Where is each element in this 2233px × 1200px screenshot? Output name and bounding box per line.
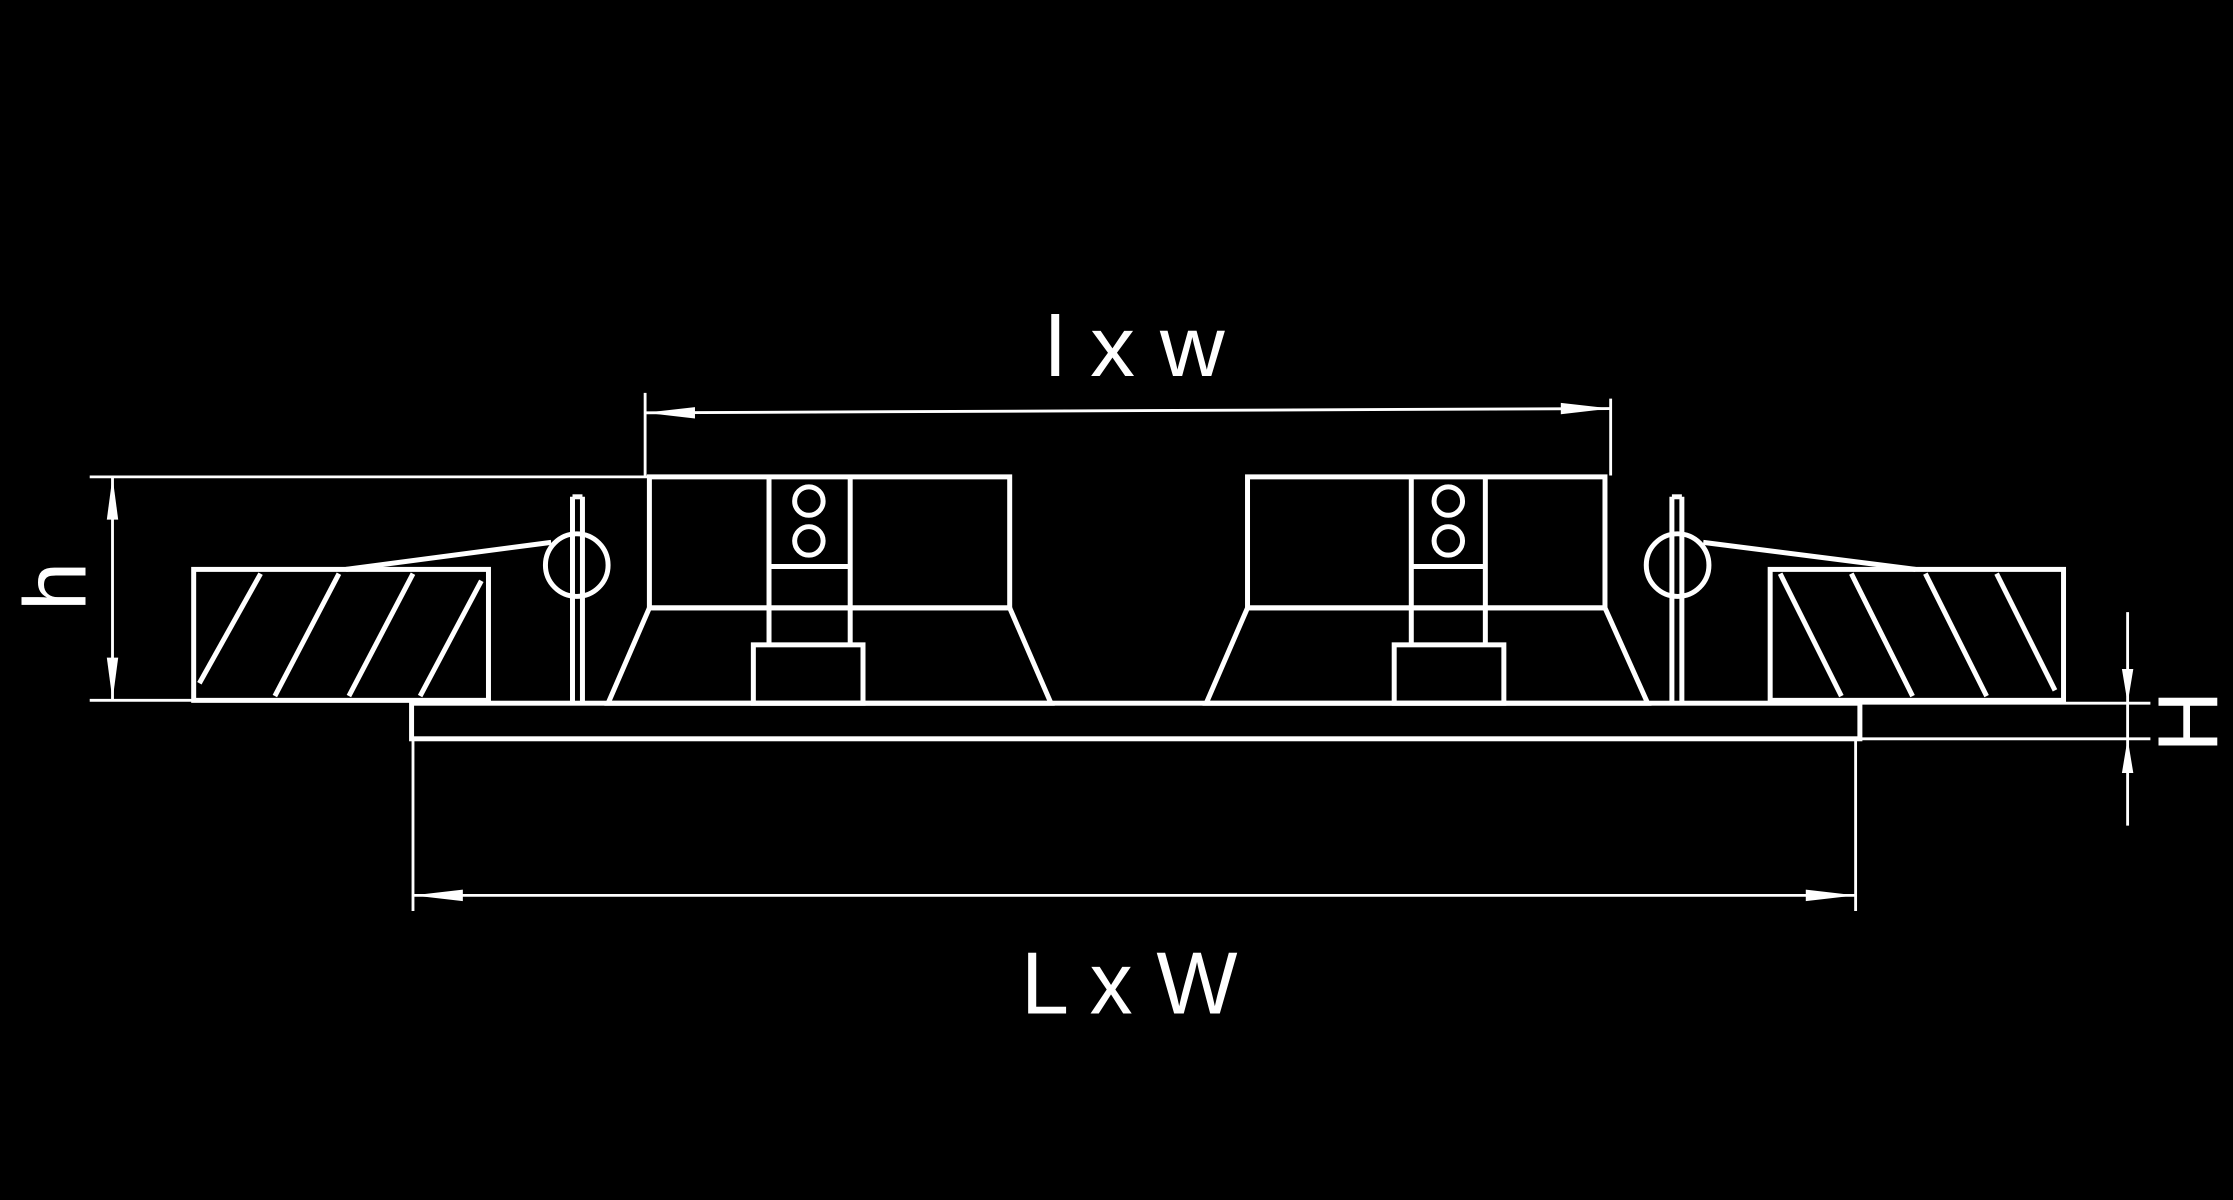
frame-height-label: H xyxy=(2141,691,2233,753)
hatch-left-1 xyxy=(197,572,263,685)
body-height-arrow-top xyxy=(106,476,119,520)
hatch-right-3 xyxy=(1923,572,1989,698)
inner-dimension-label: l x w xyxy=(1045,300,1225,395)
terminal-screw-left-top xyxy=(792,484,826,518)
fixture-drawing xyxy=(191,474,2067,742)
socket-right xyxy=(1391,642,1507,706)
mounting-clip-left xyxy=(345,494,611,704)
lamp-housing-right xyxy=(1245,474,1608,611)
outer-width-arrow-right xyxy=(1805,889,1856,902)
terminal-screw-left-bottom xyxy=(792,524,826,558)
hatch-left-3 xyxy=(346,572,416,698)
reflector-right xyxy=(1202,605,1652,706)
lamp-module-left xyxy=(604,474,1055,706)
dimension-lines xyxy=(89,392,2151,912)
terminal-screw-right-bottom xyxy=(1431,524,1466,558)
reflector-left xyxy=(604,605,1055,706)
mounting-clip-right xyxy=(1643,494,1916,704)
hatch-right-1 xyxy=(1777,572,1844,698)
ceiling-section-left xyxy=(191,566,491,703)
outer-dimension-label: L x W xyxy=(1021,934,1237,1033)
spring-arm-left xyxy=(345,539,552,572)
hatch-right-2 xyxy=(1849,572,1915,698)
hatch-left-2 xyxy=(272,572,342,698)
hatch-right-4 xyxy=(1994,572,2058,692)
spring-arm-right xyxy=(1702,539,1916,572)
spring-coil-right xyxy=(1643,531,1712,599)
ceiling-block-right xyxy=(1767,566,2067,703)
ceiling-section-right xyxy=(1767,566,2067,703)
ceiling-block-left xyxy=(191,566,491,703)
trim-plate xyxy=(409,700,1863,742)
socket-left xyxy=(750,642,866,706)
outer-width-arrow-left xyxy=(412,889,463,902)
spring-coil-left xyxy=(542,531,611,599)
hatch-left-4 xyxy=(417,579,484,698)
body-height-arrow-bottom xyxy=(106,657,119,701)
frame-height-arrow-bottom xyxy=(2121,738,2134,773)
inner-width-dimension-line xyxy=(645,407,1611,415)
inner-width-arrow-right xyxy=(1560,402,1611,415)
frame-height-arrow-top xyxy=(2121,669,2134,704)
body-height-label: h xyxy=(5,562,104,611)
lamp-module-right xyxy=(1202,474,1652,706)
inner-width-arrow-left xyxy=(645,407,695,419)
lamp-housing-left xyxy=(646,474,1013,611)
terminal-screw-right-top xyxy=(1431,484,1466,518)
